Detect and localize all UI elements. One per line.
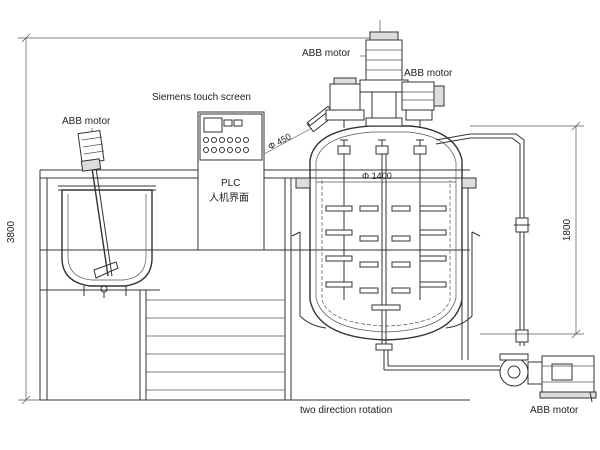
abb-motor-bottom-right-label: ABB motor [530,405,579,416]
two-direction-rotation-label: two direction rotation [300,405,392,416]
control-cabinet: Siemens touch screen PLC 人机界面 [152,92,265,251]
abb-motor-left-label: ABB motor [62,116,111,127]
manhole-icon [306,105,332,133]
platform-frame [39,169,470,401]
hmi-label: 人机界面 [209,191,249,204]
circulation-pipe [435,133,530,346]
pump-abb-motor-icon [499,353,597,403]
left-tank: ABB motor [58,116,156,298]
top-center-abb-motor-icon [359,20,409,127]
dia-1400-label: Φ 1400 [362,171,392,181]
height-dimension-1800: 1800 [470,121,584,339]
agitator-paddles [325,205,447,311]
height-1800-label: 1800 [562,218,573,241]
abb-motor-top-right-label: ABB motor [404,68,453,79]
abb-motor-top-label: ABB motor [302,48,351,59]
plc-label: PLC [221,178,240,189]
top-left-gear-motor-icon [325,77,365,128]
left-abb-motor-icon [77,130,105,172]
dia-450-label: Φ 450 [266,131,293,151]
main-vessel: Φ 450 Φ 1400 [263,105,500,371]
height-dimension-3800: 3800 [6,33,380,405]
siemens-touch-screen-label: Siemens touch screen [152,92,251,103]
top-right-abb-motor-icon [401,81,445,128]
height-3800-label: 3800 [6,220,17,243]
